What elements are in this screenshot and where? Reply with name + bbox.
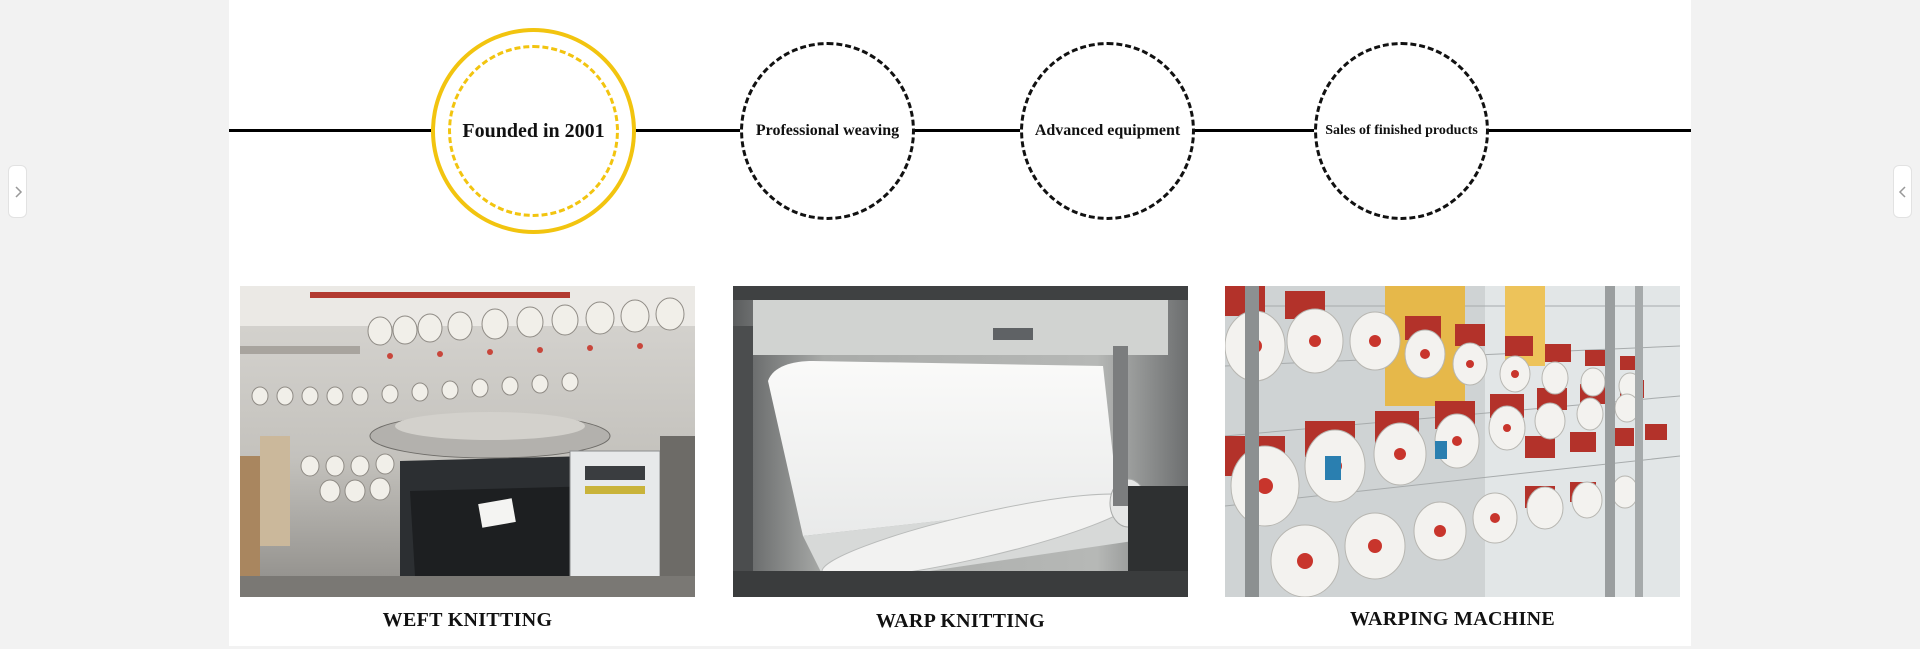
gallery-card-warping-machine[interactable]: WARPING MACHINE bbox=[1225, 286, 1680, 630]
gallery-card-warp-knitting[interactable]: WARP KNITTING bbox=[733, 286, 1188, 632]
milestone-professional-weaving[interactable]: Professional weaving bbox=[740, 42, 915, 220]
right-side-arrow-button[interactable] bbox=[1893, 165, 1912, 218]
milestone-label: Advanced equipment bbox=[1034, 122, 1181, 139]
milestone-label: Professional weaving bbox=[755, 122, 900, 139]
weft-knitting-photo bbox=[240, 286, 695, 597]
gallery-caption: WARPING MACHINE bbox=[1349, 608, 1556, 630]
milestone-advanced-equipment[interactable]: Advanced equipment bbox=[1020, 42, 1195, 220]
gallery-caption: WARP KNITTING bbox=[876, 610, 1045, 632]
left-side-arrow-button[interactable] bbox=[8, 165, 27, 218]
milestone-sales[interactable]: Sales of finished products bbox=[1314, 42, 1489, 220]
warping-machine-photo bbox=[1225, 286, 1680, 597]
warp-knitting-photo bbox=[733, 286, 1188, 597]
milestone-label: Sales of finished products bbox=[1325, 123, 1478, 138]
milestone-inner-ring bbox=[448, 45, 619, 217]
timeline-line bbox=[229, 129, 1691, 132]
milestone-founded[interactable]: Founded in 2001 bbox=[431, 28, 636, 234]
company-history-section: Founded in 2001 Professional weaving Adv… bbox=[229, 0, 1691, 646]
milestone-label: Founded in 2001 bbox=[462, 119, 605, 142]
gallery-caption: WEFT KNITTING bbox=[382, 609, 553, 631]
chevron-right-icon bbox=[14, 185, 22, 198]
gallery-card-weft-knitting[interactable]: WEFT KNITTING bbox=[240, 286, 695, 631]
chevron-left-icon bbox=[1898, 185, 1906, 198]
